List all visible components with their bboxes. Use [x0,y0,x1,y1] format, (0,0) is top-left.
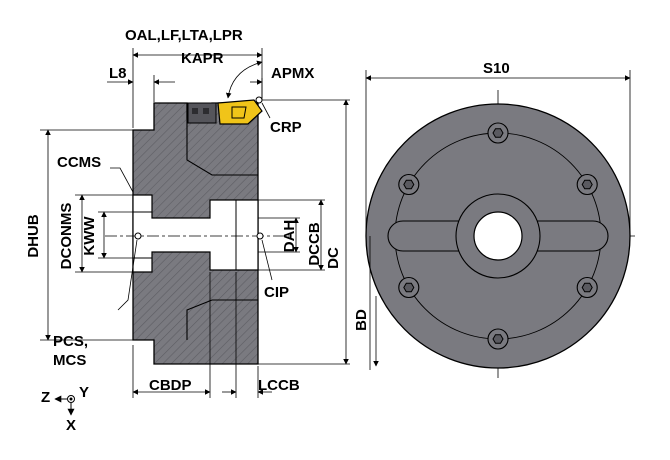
bolt-icon [487,122,509,144]
coordinate-axes-symbol [54,395,75,416]
bolt-icon [487,328,509,350]
bolt-icon [398,276,420,299]
insert-yellow [217,99,263,125]
label-bd: BD [353,309,370,331]
label-pcs: PCS, [53,333,89,350]
bolt-icon [576,276,598,299]
label-cbdp: CBDP [149,377,192,394]
label-mcs: MCS [53,352,87,369]
bolt-icon [576,173,598,196]
label-dconms: DCONMS [58,202,75,270]
label-apmx: APMX [271,65,315,82]
axis-label-y: Y [79,384,90,401]
front-view [365,70,635,378]
label-s10: S10 [483,60,510,77]
label-crp: CRP [270,119,302,136]
label-dc: DC [325,247,342,269]
label-oal-lf-lta-lpr: OAL,LF,LTA,LPR [125,27,243,44]
label-dhub: DHUB [25,214,42,258]
side-section-view [40,48,350,398]
bolt-icon [398,173,420,196]
label-kapr: KAPR [181,50,224,67]
axis-label-z: Z [41,389,51,406]
label-lccb: LCCB [258,377,300,394]
label-l8: L8 [109,65,127,82]
axis-label-x: X [66,417,77,434]
label-cip: CIP [264,284,290,301]
label-dccb: DCCB [306,222,323,266]
label-ccms: CCMS [57,154,102,171]
label-dah: DAH [281,219,298,253]
front-center-bore [473,211,523,261]
label-kww: KWW [81,216,98,256]
